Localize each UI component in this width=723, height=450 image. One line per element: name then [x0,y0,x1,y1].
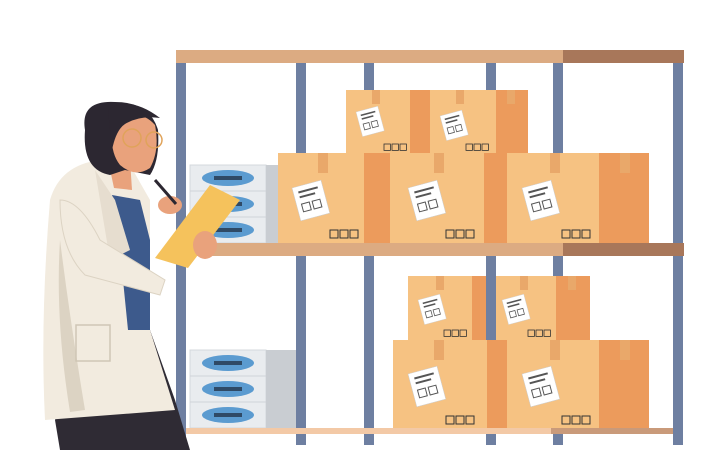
box-upper-back-2 [430,90,528,154]
woman-worker [43,101,240,450]
glasses-icon [122,128,142,148]
box-lower-back-2 [496,276,590,340]
box-lower-front-1 [393,340,507,428]
box-upper-front-1 [278,153,390,243]
clipboard-icon [155,185,240,268]
box-upper-front-3 [507,153,649,243]
middle-shelf-bar [186,243,684,256]
bottom-shelf-bar [186,428,673,434]
box-lower-back-1 [408,276,486,340]
box-lower-front-2 [507,340,649,428]
box-upper-back-1 [346,90,430,154]
box-upper-front-2 [390,153,507,243]
drawer-unit-lower [189,349,296,429]
pen-icon [153,179,178,205]
top-shelf-bar [176,50,684,63]
